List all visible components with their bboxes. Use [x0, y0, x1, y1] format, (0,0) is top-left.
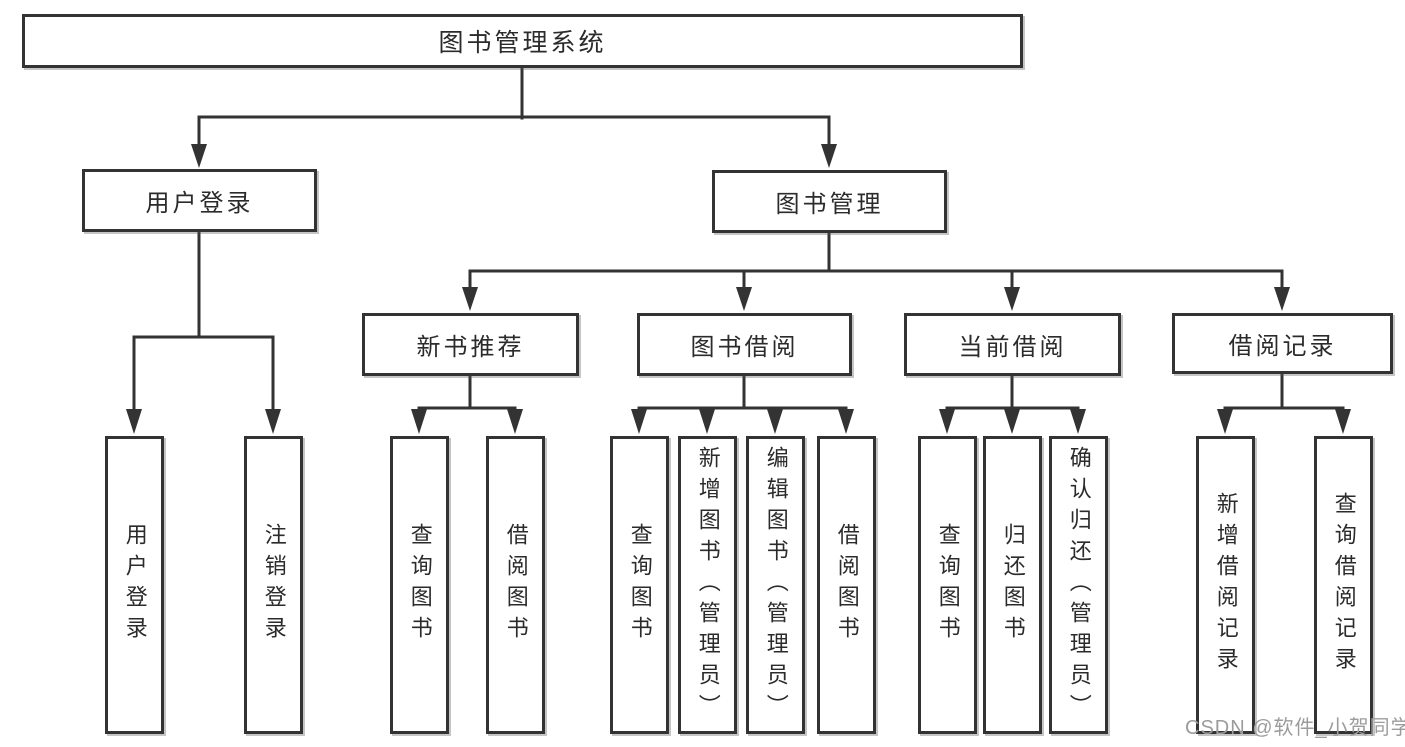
arrow-down-icon [1274, 287, 1290, 311]
arrow-down-icon [699, 409, 715, 434]
arrow-down-icon [126, 409, 142, 434]
arrow-down-icon [838, 409, 854, 434]
connector-line [197, 66, 831, 147]
node-current-borrowing: 当前借阅 [904, 313, 1121, 376]
node-label: 当前借阅 [958, 334, 1067, 361]
connector-line [945, 374, 1080, 410]
leaf-label: 查询图书 [627, 523, 653, 647]
arrow-down-icon [767, 409, 783, 434]
watermark-text: CSDN @软件_小贺同学 [1185, 717, 1405, 739]
arrow-down-icon [1004, 287, 1020, 311]
leaf-label: 新增图书（管理员） [695, 445, 721, 725]
node-label: 用户登录 [145, 190, 254, 217]
leaf-label: 查询图书 [935, 523, 961, 647]
node-user-login: 用户登录 [82, 169, 317, 232]
arrow-down-icon [736, 287, 752, 311]
leaf-label: 新增借阅记录 [1213, 492, 1239, 678]
leaf-logout: 注销登录 [244, 436, 303, 734]
connector-borrowing-to-leaves [631, 374, 854, 434]
leaf-label: 借阅图书 [503, 523, 529, 647]
arrow-down-icon [1335, 409, 1351, 434]
leaf-label: 注销登录 [261, 523, 287, 647]
connector-line [468, 231, 1284, 290]
node-new-book-recommend: 新书推荐 [362, 313, 579, 376]
node-label: 新书推荐 [416, 334, 525, 361]
connector-recommend-to-leaves [411, 374, 523, 434]
arrow-down-icon [507, 409, 523, 434]
leaf-label: 归还图书 [1000, 523, 1026, 647]
node-label: 图书管理 [775, 191, 884, 218]
connector-login-to-leaves [126, 230, 281, 434]
arrow-down-icon [462, 287, 478, 311]
connector-current-to-leaves [939, 374, 1086, 434]
leaf-borrowing-borrow-books: 借阅图书 [817, 436, 876, 734]
node-book-management: 图书管理 [712, 170, 947, 233]
leaf-user-login: 用户登录 [105, 436, 164, 734]
leaf-recommend-borrow-books: 借阅图书 [486, 436, 545, 734]
arrow-down-icon [1217, 409, 1233, 434]
connector-root-to-level2 [191, 66, 837, 168]
leaf-recommend-query-books: 查询图书 [390, 436, 449, 734]
leaf-borrowing-add-books-admin: 新增图书（管理员） [678, 436, 737, 734]
leaf-records-add-record: 新增借阅记录 [1196, 436, 1255, 734]
arrow-down-icon [631, 409, 647, 434]
leaf-current-return-books: 归还图书 [983, 436, 1042, 734]
leaf-label: 编辑图书（管理员） [763, 445, 789, 725]
node-borrowing-records: 借阅记录 [1172, 313, 1393, 374]
node-label: 图书管理系统 [438, 29, 607, 57]
leaf-label: 用户登录 [122, 523, 148, 647]
connector-line [132, 230, 275, 412]
arrow-down-icon [265, 409, 281, 434]
connector-management-to-level3 [462, 231, 1290, 311]
connector-line [1223, 372, 1345, 410]
arrow-down-icon [191, 144, 207, 168]
leaf-current-confirm-return-admin: 确认归还（管理员） [1049, 436, 1108, 734]
arrow-down-icon [939, 409, 955, 434]
node-book-borrowing: 图书借阅 [637, 313, 852, 376]
arrow-down-icon [1070, 409, 1086, 434]
node-label: 图书借阅 [690, 334, 799, 361]
leaf-label: 确认归还（管理员） [1066, 445, 1092, 725]
connector-records-to-leaves [1217, 372, 1351, 434]
connector-line [637, 374, 848, 410]
arrow-down-icon [821, 144, 837, 168]
arrow-down-icon [1004, 409, 1020, 434]
leaf-borrowing-edit-books-admin: 编辑图书（管理员） [746, 436, 805, 734]
arrow-down-icon [411, 409, 427, 434]
leaf-label: 查询图书 [407, 523, 433, 647]
leaf-current-query-books: 查询图书 [918, 436, 977, 734]
node-label: 借阅记录 [1228, 333, 1337, 360]
leaf-label: 查询借阅记录 [1331, 492, 1357, 678]
leaf-borrowing-query-books: 查询图书 [610, 436, 669, 734]
node-root-system: 图书管理系统 [22, 14, 1023, 68]
leaf-records-query-record: 查询借阅记录 [1314, 436, 1373, 734]
connector-line [417, 374, 517, 410]
leaf-label: 借阅图书 [834, 523, 860, 647]
